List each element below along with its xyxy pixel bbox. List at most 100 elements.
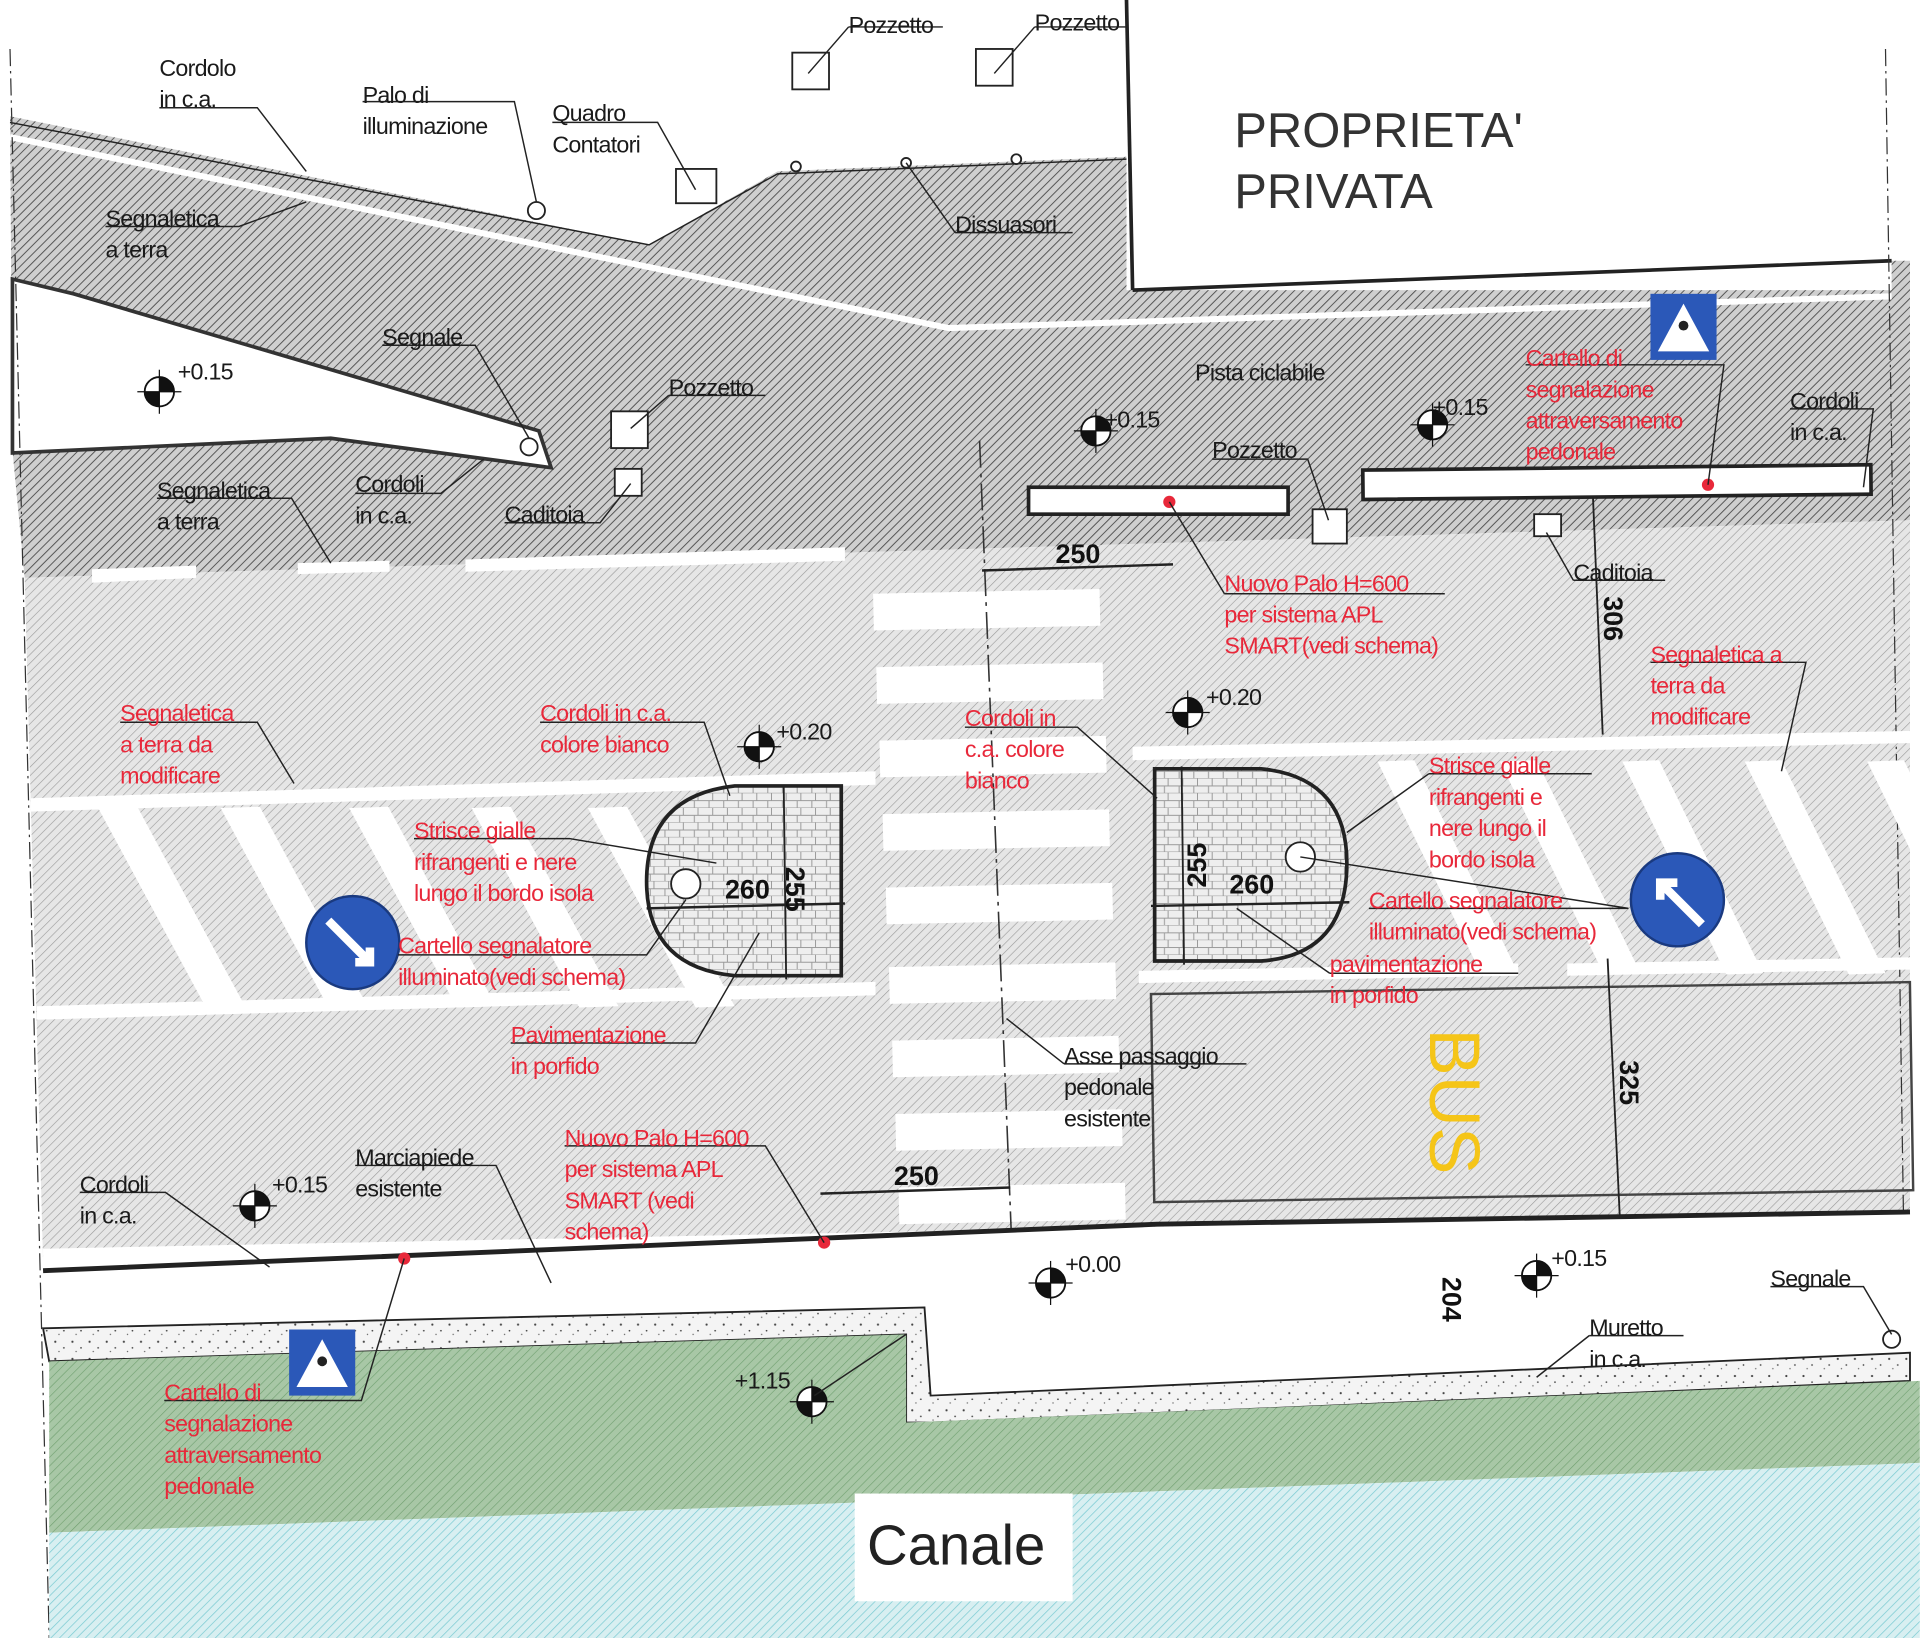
dimension-d255-right: 255: [1182, 843, 1212, 888]
label-cartello-attr-bottom: segnalazione: [164, 1411, 292, 1437]
label-nuovo-palo-bottom: SMART (vedi: [565, 1187, 694, 1213]
zebra-stripe: [898, 1182, 1126, 1225]
dim-line-325: [1606, 958, 1621, 1219]
label-segnale-bottom: Segnale: [1770, 1266, 1850, 1292]
kerb-bike-right: [1360, 462, 1873, 502]
label-strisce-right: bordo isola: [1429, 846, 1535, 872]
label-segnaletica-mid: Segnaletica: [157, 477, 271, 503]
dimension-d204: 204: [1436, 1277, 1466, 1322]
label-palo-illuminazione: Palo di: [363, 82, 429, 108]
label-nuovo-palo-top: SMART(vedi schema): [1224, 633, 1438, 659]
zebra-stripe: [888, 962, 1117, 1004]
label-pavimentazione-left: Pavimentazione: [511, 1022, 666, 1048]
label-caditoia-left: Caditoia: [505, 502, 585, 528]
label-nuovo-palo-top: per sistema APL: [1224, 602, 1383, 628]
label-quota-island-left: +0.20: [776, 718, 832, 744]
label-quadro-contatori: Quadro: [552, 100, 625, 126]
label-muretto: in c.a.: [1589, 1346, 1646, 1372]
dimension-d306: 306: [1598, 596, 1628, 641]
label-pavimentazione-right: in porfido: [1330, 982, 1418, 1008]
label-pavimentazione-left: in porfido: [511, 1053, 599, 1079]
level-marker-icon: [789, 1379, 834, 1424]
label-segnaletica-mod-left: modificare: [120, 762, 220, 788]
label-cordoli-bottom: Cordoli: [80, 1171, 149, 1197]
label-palo-illuminazione: illuminazione: [363, 113, 488, 139]
label-cartello-attr-top: pedonale: [1526, 439, 1616, 465]
sign-post-left: [670, 868, 702, 900]
label-cordoli-bianco-right: bianco: [965, 767, 1029, 793]
label-segnaletica-top: a terra: [105, 237, 168, 263]
label-quota-pista2: +0.15: [1433, 394, 1488, 420]
diagonal-stripe: [471, 806, 619, 1008]
level-markers: [137, 369, 1559, 1424]
label-segnaletica-mod-right: Segnaletica a: [1650, 641, 1782, 667]
level-marker-icon: [1028, 1260, 1073, 1306]
label-strisce-left: rifrangenti e nere: [414, 849, 577, 875]
label-strisce-left: lungo il bordo isola: [414, 880, 594, 906]
label-cordoli-bianco-right: c.a. colore: [965, 736, 1064, 762]
label-nuovo-palo-bottom: per sistema APL: [565, 1156, 724, 1182]
label-marciapiede: Marciapiede: [355, 1144, 474, 1170]
level-marker-icon: [1410, 402, 1455, 447]
label-cartello-attr-top: segnalazione: [1526, 376, 1654, 402]
private-property-line2: PRIVATA: [1234, 165, 1433, 219]
bus-road-marking: BUS: [1414, 1028, 1493, 1174]
pedestrian-crossing-sign-bottom: [289, 1329, 356, 1396]
label-pozzetto-top1: Pozzetto: [849, 12, 934, 38]
label-pozzetto-right: Pozzetto: [1212, 437, 1297, 463]
label-nuovo-palo-bottom: schema): [565, 1219, 649, 1245]
kerb-line-top: [9, 121, 1127, 246]
dimension-d255-left: 255: [780, 867, 810, 912]
keep-left-sign-right: [1629, 852, 1726, 948]
label-pista-ciclabile: Pista ciclabile: [1195, 360, 1325, 386]
label-pozzetto-top2: Pozzetto: [1035, 10, 1120, 36]
label-cordoli-mid: in c.a.: [355, 502, 412, 528]
crossing-axis-line: [978, 440, 1013, 1237]
diagonal-stripe: [349, 806, 497, 1008]
label-cordoli-right: in c.a.: [1790, 419, 1847, 445]
dimension-d250-bottom: 250: [894, 1161, 939, 1191]
keep-right-sign-left: [305, 894, 401, 991]
label-cartello-segn-left: Cartello segnalatore: [398, 933, 591, 959]
cycle-lane-edge: [9, 134, 1892, 332]
leader-lines: [79, 26, 1893, 1402]
label-cartello-attr-bottom: Cartello di: [164, 1380, 261, 1406]
label-cordolo-top: in c.a.: [159, 86, 216, 112]
dimension-d325: 325: [1614, 1060, 1644, 1105]
lower-sidewalk: [43, 1211, 1910, 1421]
diagonal-stripe: [1499, 760, 1641, 975]
canal-label-box: [854, 1493, 1073, 1602]
dim-line-306: [1592, 495, 1604, 735]
label-segnaletica-mid: a terra: [157, 508, 220, 534]
diagonal-stripe: [1867, 760, 1920, 870]
canal-label: Canale: [867, 1514, 1045, 1577]
diagonal-stripe: [1377, 760, 1519, 975]
dimension-d260-right: 260: [1229, 870, 1274, 900]
label-nuovo-palo-top: Nuovo Palo H=600: [1224, 570, 1409, 596]
label-cordoli-bianco-left: colore bianco: [540, 731, 669, 757]
label-quota-pista1: +0.15: [1104, 406, 1159, 432]
label-quota-island-right: +0.20: [1206, 684, 1262, 710]
label-quota-115: +1.15: [735, 1367, 790, 1393]
left-traffic-island: [10, 276, 554, 470]
private-property-line1: PROPRIETA': [1234, 104, 1523, 158]
label-segnaletica-mod-right: terra da: [1650, 673, 1725, 699]
level-marker-icon: [737, 724, 782, 769]
label-strisce-left: Strisce gialle: [414, 818, 536, 844]
kerb-bike-left: [1026, 485, 1290, 517]
zebra-stripe: [895, 1109, 1123, 1151]
label-cordoli-mid: Cordoli: [355, 471, 424, 497]
property-boundary-bottom: [1132, 258, 1892, 292]
label-segnaletica-mod-left: Segnaletica: [120, 700, 234, 726]
dim-line-255-right: [1180, 766, 1185, 965]
label-quadro-contatori: Contatori: [552, 131, 640, 157]
label-cordolo-top: Cordolo: [159, 55, 235, 81]
dim-line-250-bottom: [820, 1186, 1011, 1195]
label-cartello-attr-top: Cartello di: [1526, 345, 1623, 371]
label-quota-sidewalk: +0.15: [272, 1171, 327, 1197]
green-area: [49, 1334, 1920, 1533]
level-marker-icon: [232, 1183, 277, 1228]
pedestrian-crossing-sign-top: [1650, 293, 1717, 360]
